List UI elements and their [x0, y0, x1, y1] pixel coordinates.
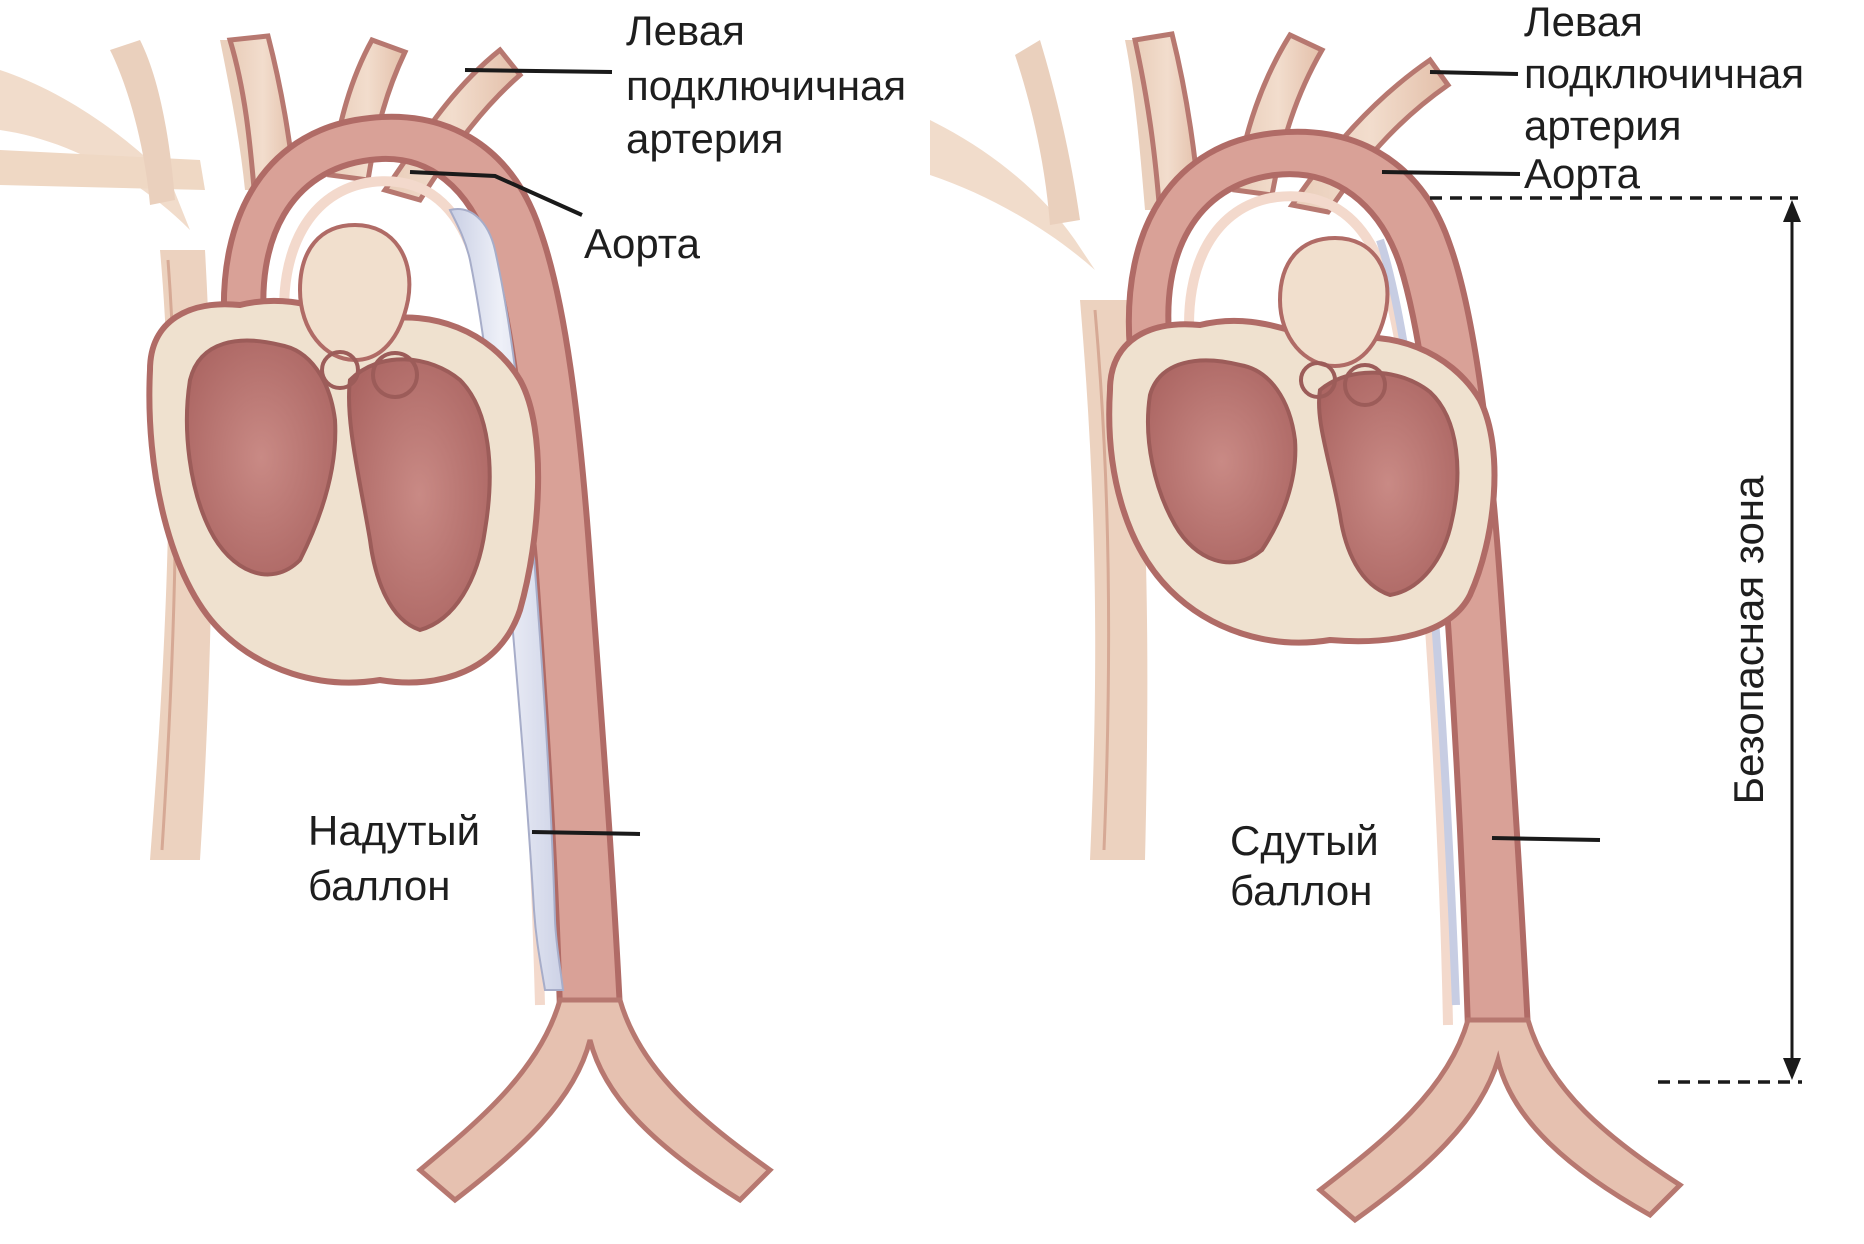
subclavian-line-2: подключичная	[626, 62, 906, 109]
safe-zone-label: Безопасная зона	[1725, 475, 1772, 805]
balloon-leader	[532, 832, 640, 834]
balloon-right-line-2: баллон	[1230, 867, 1373, 914]
safe-zone-arrow-top	[1783, 200, 1801, 222]
aorta-label: Аорта	[584, 220, 701, 267]
balloon-label-right: Сдутый баллон	[1230, 817, 1390, 914]
balloon-right-line-1: Сдутый	[1230, 817, 1379, 864]
aorta-leader-right	[1382, 172, 1520, 174]
balloon-line-2: баллон	[308, 862, 451, 909]
balloon-leader-right	[1492, 838, 1600, 840]
safe-zone-arrow-bottom	[1783, 1058, 1801, 1080]
balloon-line-1: Надутый	[308, 807, 480, 854]
subclavian-line-3: артерия	[626, 115, 783, 162]
subclavian-right-line-1: Левая	[1524, 0, 1643, 45]
subclavian-line-1: Левая	[626, 7, 745, 54]
panel-deflated: Левая подключичная артерия Аорта Сдутый …	[930, 0, 1816, 1220]
balloon-label: Надутый баллон	[308, 807, 492, 909]
subclavian-label: Левая подключичная артерия	[626, 7, 918, 162]
subclavian-leader	[465, 70, 612, 72]
subclavian-leader-right	[1430, 72, 1518, 74]
subclavian-label-right: Левая подключичная артерия	[1524, 0, 1816, 149]
subclavian-right-line-3: артерия	[1524, 102, 1681, 149]
subclavian-right-line-2: подключичная	[1524, 50, 1804, 97]
aorta-right	[1129, 132, 1680, 1220]
aorta-label-right: Аорта	[1524, 150, 1641, 197]
panel-inflated: Левая подключичная артерия Аорта Надутый…	[0, 7, 918, 1200]
